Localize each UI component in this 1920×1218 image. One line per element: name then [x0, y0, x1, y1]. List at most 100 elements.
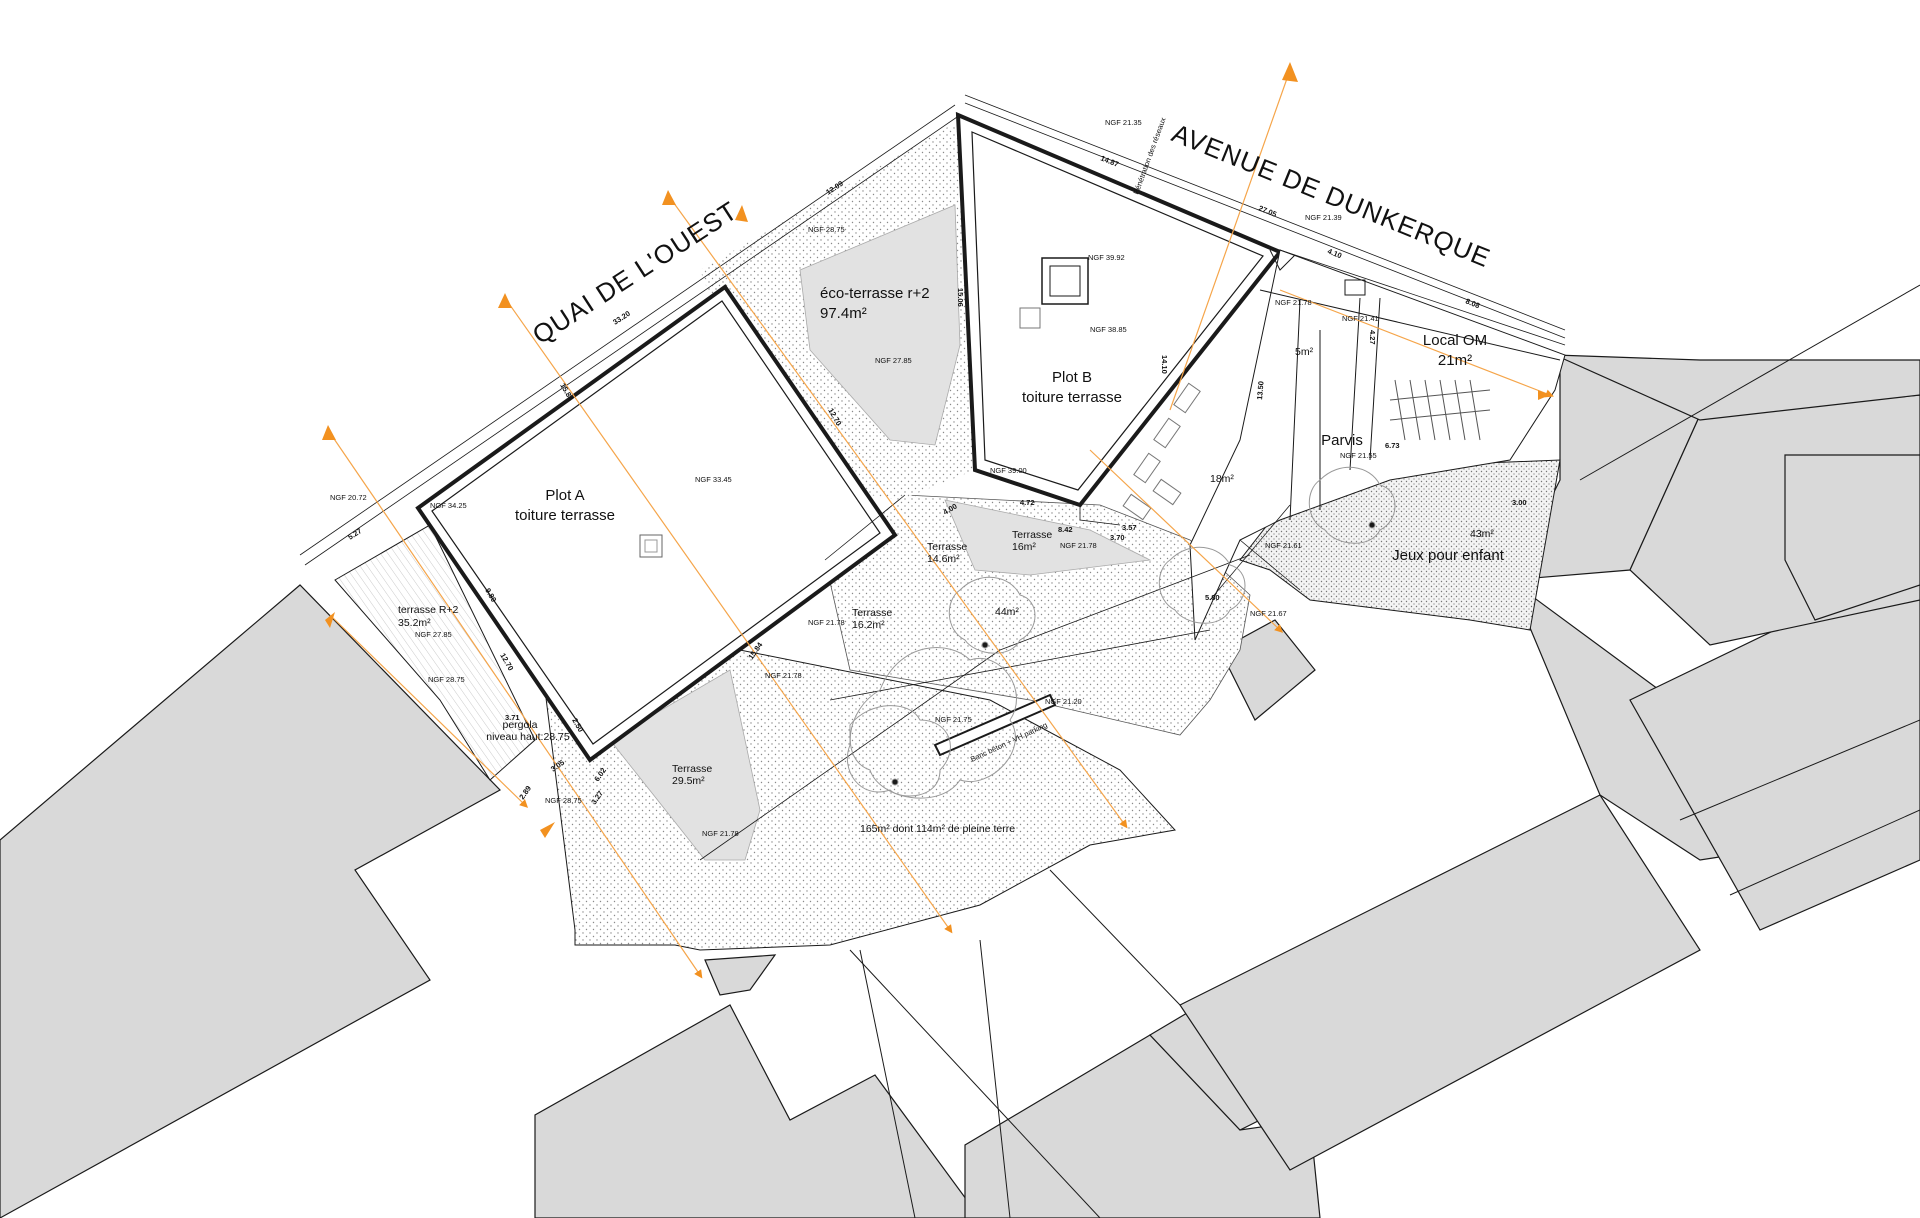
ngf-point: NGF 21.78: [1275, 298, 1312, 307]
tree-4: [1308, 466, 1396, 544]
path-lines: [699, 494, 1301, 861]
eco-terrace-ngf: NGF 27.85: [875, 356, 912, 365]
ngf-point: NGF 28.75: [545, 796, 582, 805]
reseaux-note: Pénétration des réseaux: [1131, 116, 1167, 196]
dimension-lines: [299, 94, 1566, 566]
ngf-point: NGF 20.72: [330, 493, 367, 502]
parvis-ngf: NGF 21.55: [1340, 451, 1377, 460]
eco-terrace-pad: [799, 204, 961, 446]
section-line-3: [667, 194, 1128, 829]
plot-b-title: Plot B: [1052, 369, 1092, 386]
section-line-5: [1089, 449, 1284, 633]
section-arrowheads: [322, 62, 1550, 838]
tree-2: [846, 705, 951, 797]
terrace-r2-ngf-2: NGF 28.75: [428, 675, 465, 684]
garden-sub-area: 44m²: [995, 606, 1019, 618]
section-line-2: [504, 297, 953, 934]
terrace-4-area: 29.5m²: [672, 775, 705, 787]
ngf-point: NGF 21.41: [1342, 314, 1379, 323]
building-west: [0, 584, 501, 1218]
plot-b-subtitle: toiture terrasse: [1022, 389, 1122, 406]
jeux-label: Jeux pour enfant: [1392, 547, 1505, 564]
terrace-1-label: Terrasse: [927, 541, 967, 553]
tree-1: [849, 647, 1017, 799]
plot-a-ngf: NGF 33.45: [695, 475, 732, 484]
west-terrace-strip: [334, 524, 536, 781]
garden-small-area: 18m²: [1210, 473, 1234, 485]
terrace-3-label: Terrasse: [852, 607, 892, 619]
dimension-value: 13.50: [1255, 381, 1266, 400]
dimension-value: 5.80: [1205, 593, 1220, 602]
dimension-value: 2.89: [517, 784, 533, 801]
building-east-5: [1784, 454, 1920, 621]
terrace-1-area: 14.6m²: [927, 553, 960, 565]
dimension-value: 14.10: [1160, 355, 1169, 374]
terrace-16-pad: [944, 499, 1152, 576]
dimension-value: 8.08: [1464, 297, 1481, 311]
ngf-point: NGF 21.78: [765, 671, 802, 680]
parking-spaces: [1122, 382, 1201, 521]
dimension-value: 4.27: [1368, 330, 1377, 345]
eco-terrace-label: éco-terrasse r+2: [820, 285, 930, 302]
section-arrows: [327, 69, 1554, 979]
terrace-2-label: Terrasse: [1012, 529, 1052, 541]
building-south-1: [534, 1004, 981, 1218]
terrace-4-label: Terrasse: [672, 763, 712, 775]
ngf-point: NGF 34.25: [430, 501, 467, 510]
dimension-value: 27.05: [1257, 204, 1278, 219]
dimension-value: 3.70: [1110, 533, 1125, 542]
dimension-value: 3.00: [1512, 498, 1527, 507]
garden-area-text: 165m² dont 114m² de pleine terre: [860, 823, 1015, 835]
terrace-29-pad: [609, 669, 761, 861]
dimension-value: 14.87: [1099, 154, 1120, 169]
plot-a: [415, 284, 898, 763]
ngf-point: NGF 21.35: [1105, 118, 1142, 127]
dimension-value: 4.72: [1020, 498, 1035, 507]
southern-parcel-lines: [849, 284, 1920, 1218]
dimension-value: 33.20: [611, 309, 632, 327]
local-om-area: 21m²: [1438, 352, 1472, 369]
ngf-point: NGF 39.00: [990, 466, 1027, 475]
bench: [933, 693, 1057, 757]
grey-terraces: [609, 204, 1152, 861]
terrace-4-ngf: NGF 21.78: [702, 829, 739, 838]
trees: [846, 466, 1396, 799]
tree-5: [1158, 546, 1246, 624]
plot-a-title: Plot A: [545, 487, 584, 504]
terrace-2-area: 16m²: [1012, 541, 1036, 553]
terrace-2-ngf: NGF 21.78: [1060, 541, 1097, 550]
parvis-label: Parvis: [1321, 432, 1363, 449]
jeux-area: 43m²: [1470, 528, 1494, 540]
dimension-value: 5.27: [346, 526, 363, 542]
building-southeast: [1179, 794, 1701, 1171]
ngf-point: NGF 21.67: [1250, 609, 1287, 618]
dimension-value: 3.71: [505, 713, 520, 722]
terrace-r2-area: 35.2m²: [398, 617, 431, 629]
ngf-point: NGF 28.75: [808, 225, 845, 234]
terrace-r2-ngf: NGF 27.85: [415, 630, 452, 639]
plot-b-ngf-bottom: NGF 38.85: [1090, 325, 1127, 334]
section-line-1: [327, 429, 703, 979]
building-northeast: [1554, 354, 1920, 421]
dimension-value: 8.42: [1058, 525, 1073, 534]
ngf-point: NGF 21.20: [1045, 697, 1082, 706]
terrace-r2-label: terrasse R+2: [398, 604, 459, 616]
dimension-value: 15.06: [956, 288, 965, 307]
dimension-value: 6.73: [1385, 441, 1400, 450]
section-line-6: [1279, 289, 1554, 398]
tree-3: [948, 576, 1036, 654]
terrace-3-area: 16.2m²: [852, 619, 885, 631]
pergola-label: pergola: [502, 719, 537, 731]
dimension-value: 4.10: [1326, 247, 1343, 261]
service-block: [1189, 249, 1566, 641]
eco-terrace-area: 97.4m²: [820, 305, 867, 322]
section-line-4: [1169, 69, 1291, 411]
surrounding-buildings: [0, 354, 1920, 1218]
section-line-7: [329, 614, 529, 808]
plot-a-subtitle: toiture terrasse: [515, 507, 615, 524]
bike-racks: [1389, 379, 1491, 441]
terrace-3-ngf: NGF 21.78: [808, 618, 845, 627]
pergola-height: niveau haut:28.75: [486, 731, 570, 743]
plot-b: [955, 111, 1284, 508]
